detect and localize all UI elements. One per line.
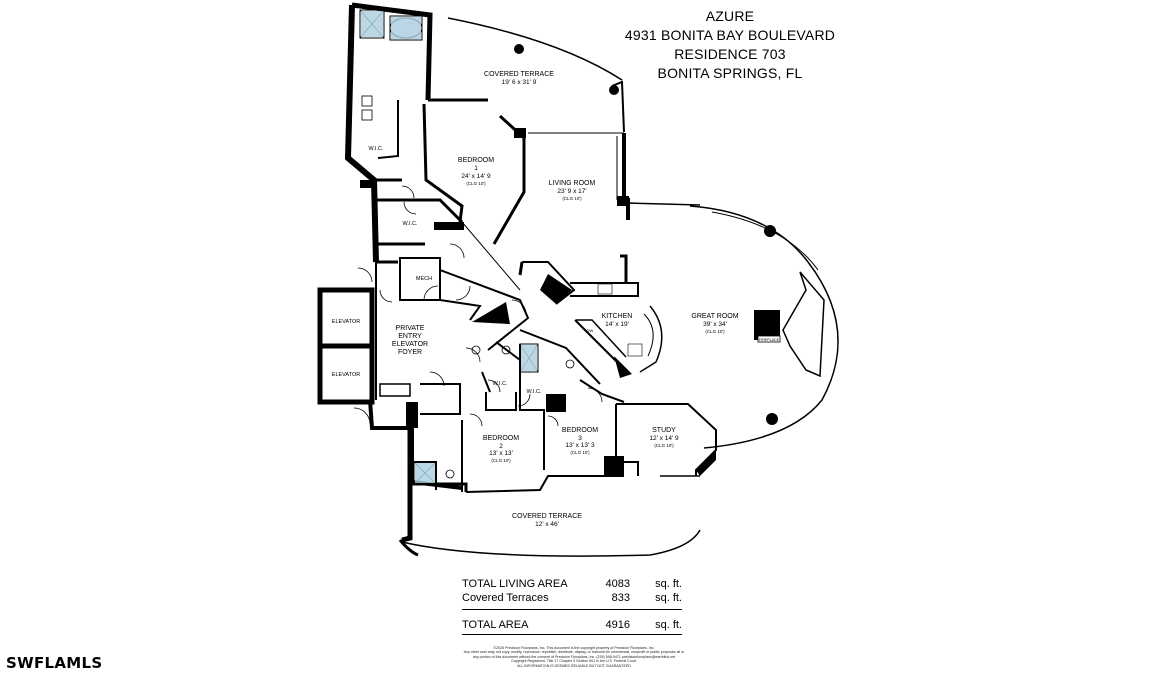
header-building-name: AZURE bbox=[705, 8, 755, 24]
living-room-dim: 23' 9 x 17' bbox=[557, 188, 586, 195]
covered-terrace-top-dim: 19' 6 x 31' 9 bbox=[502, 79, 537, 86]
elevator-bottom-label: ELEVATOR bbox=[332, 372, 360, 378]
bedroom1-number: 1 bbox=[474, 165, 478, 172]
area-row-label: TOTAL LIVING AREA bbox=[462, 578, 568, 590]
dishwasher-label: DW bbox=[587, 328, 594, 333]
great-room-label: GREAT ROOM bbox=[691, 313, 738, 320]
covered-terrace-bottom-dim: 12' x 46' bbox=[535, 521, 559, 528]
area-row-terraces: Covered Terraces 833 sq. ft. bbox=[462, 591, 682, 605]
copyright-line: Any other user may not copy, modify, rep… bbox=[463, 650, 685, 655]
area-row-value: 833 bbox=[611, 592, 630, 604]
kitchen-label: KITCHEN bbox=[602, 313, 633, 320]
bedroom2-label: BEDROOM bbox=[483, 435, 519, 442]
living-room-ceiling: (CLG 10') bbox=[562, 196, 582, 201]
area-row-total: TOTAL AREA 4916 sq. ft. bbox=[462, 618, 682, 632]
great-room-dim: 39' x 34' bbox=[703, 321, 727, 328]
header-city: BONITA SPRINGS, FL bbox=[657, 65, 803, 81]
bedroom3-number: 3 bbox=[578, 435, 582, 442]
copyright-line: any portion of this document without the… bbox=[472, 654, 676, 659]
bedroom2-dim: 13' x 13' bbox=[489, 450, 513, 457]
covered-terrace-bottom-label: COVERED TERRACE bbox=[512, 513, 582, 520]
foyer-label-1: PRIVATE bbox=[396, 325, 425, 332]
foyer-label-3: ELEVATOR bbox=[392, 341, 428, 348]
living-room-label: LIVING ROOM bbox=[549, 180, 596, 187]
area-row-living: TOTAL LIVING AREA 4083 sq. ft. bbox=[462, 577, 682, 591]
wic-bedroom2-label: W.I.C. bbox=[493, 381, 508, 387]
foyer-label-4: FOYER bbox=[398, 349, 422, 356]
copyright-line: ALL INFORMATION IS DEEMED RELIABLE BUT N… bbox=[517, 663, 631, 668]
area-total-label: TOTAL AREA bbox=[462, 619, 529, 631]
mls-watermark: SWFLAMLS bbox=[6, 654, 103, 672]
foyer-label-2: ENTRY bbox=[398, 333, 422, 340]
bedroom2-ceiling: (CLG 10') bbox=[491, 458, 511, 463]
study-dim: 12' x 14' 9 bbox=[649, 435, 679, 442]
fireplace-label: FIREPLACE bbox=[759, 338, 780, 342]
bedroom3-label: BEDROOM bbox=[562, 427, 598, 434]
wic-top-label: W.I.C. bbox=[369, 146, 384, 152]
area-row-unit: sq. ft. bbox=[655, 578, 682, 590]
covered-terrace-top-label: COVERED TERRACE bbox=[484, 71, 554, 78]
kitchen-dim: 14' x 19' bbox=[605, 321, 629, 328]
bedroom2-number: 2 bbox=[499, 443, 503, 450]
study-label: STUDY bbox=[652, 427, 676, 434]
wic-bedroom3-label: W.I.C. bbox=[527, 389, 542, 395]
area-divider bbox=[462, 609, 682, 610]
bedroom3-dim: 13' x 13' 3 bbox=[565, 442, 595, 449]
area-total-unit: sq. ft. bbox=[655, 619, 682, 631]
area-row-label: Covered Terraces bbox=[462, 592, 549, 604]
area-row-value: 4083 bbox=[605, 578, 630, 590]
bedroom1-label: BEDROOM bbox=[458, 157, 494, 164]
copyright-line: ©2026 Precision Floorplans, Inc. This do… bbox=[493, 646, 655, 650]
mech-label: MECH bbox=[416, 276, 432, 282]
bedroom1-ceiling: (CLG 10') bbox=[466, 181, 486, 186]
copyright-notice: ©2026 Precision Floorplans, Inc. This do… bbox=[447, 646, 701, 668]
area-total-value: 4916 bbox=[605, 619, 630, 631]
area-summary: TOTAL LIVING AREA 4083 sq. ft. Covered T… bbox=[462, 577, 682, 643]
copyright-line: Copyright Registered. Title 17 Chapter 5… bbox=[511, 659, 637, 664]
great-room-ceiling: (CLG 10') bbox=[705, 329, 725, 334]
area-row-unit: sq. ft. bbox=[655, 592, 682, 604]
header-residence: RESIDENCE 703 bbox=[674, 46, 786, 62]
bedroom3-ceiling: (CLG 10') bbox=[570, 450, 590, 455]
area-divider-bottom bbox=[462, 634, 682, 635]
study-ceiling: (CLG 10') bbox=[654, 443, 674, 448]
elevator-top-label: ELEVATOR bbox=[332, 319, 360, 325]
header-address: 4931 BONITA BAY BOULEVARD bbox=[624, 27, 836, 43]
wic-mid-label: W.I.C. bbox=[403, 221, 418, 227]
bedroom1-dim: 24' x 14' 9 bbox=[461, 173, 491, 180]
